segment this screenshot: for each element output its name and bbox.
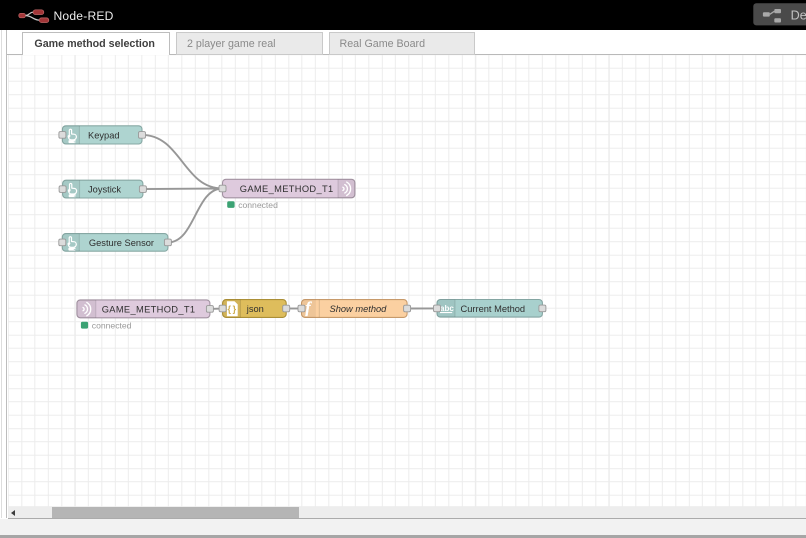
- svg-text:Deploy: Deploy: [791, 8, 806, 22]
- svg-text:Node-RED: Node-RED: [54, 9, 114, 23]
